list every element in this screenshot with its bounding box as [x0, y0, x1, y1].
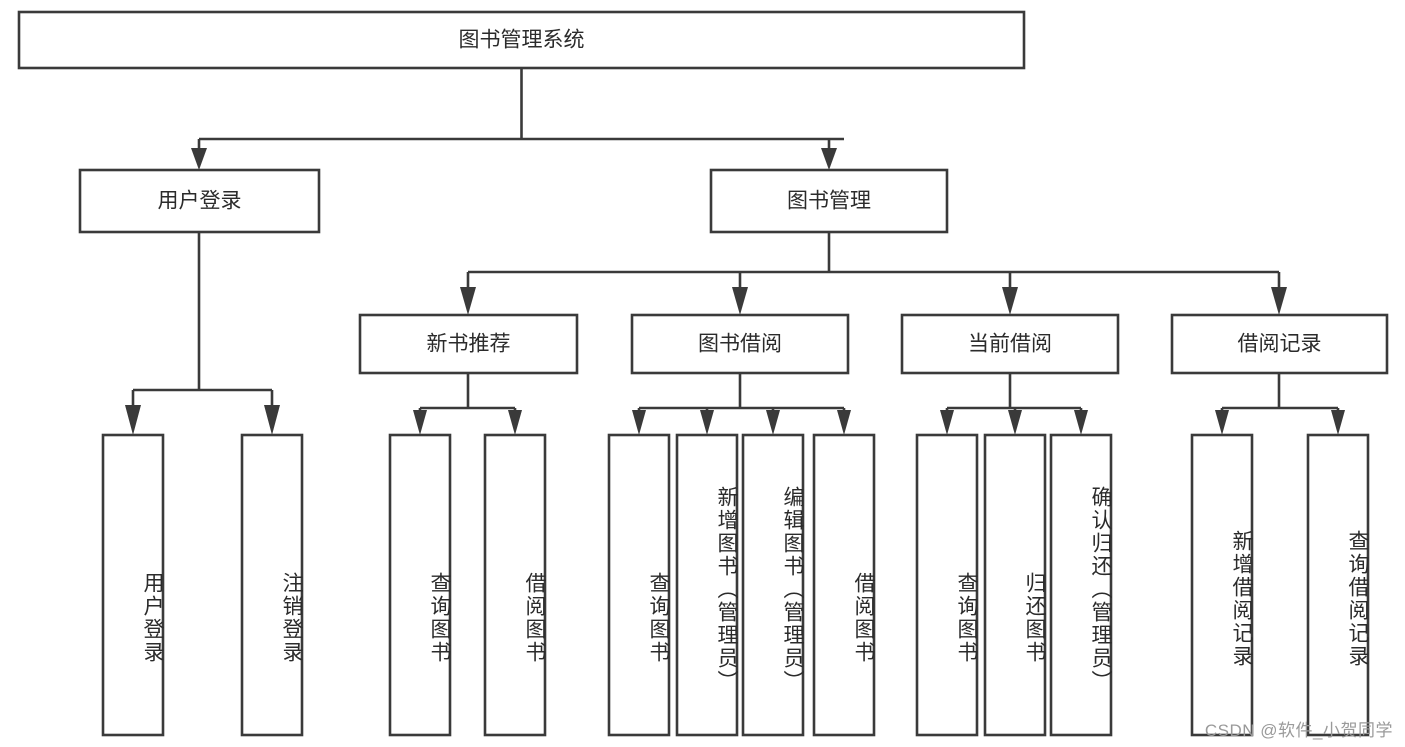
node-leaf-query-book-1[interactable] — [388, 433, 452, 737]
arrow-head-book-borrow — [732, 287, 748, 315]
node-leaf-edit-book[interactable] — [741, 433, 805, 737]
node-current-borrow-label: 当前借阅 — [968, 333, 1052, 356]
node-leaf-borrow-book-2[interactable] — [812, 433, 876, 737]
node-root-label: 图书管理系统 — [459, 29, 585, 52]
node-book-borrow[interactable] — [630, 313, 850, 375]
arrow-head-leaf-logout — [264, 405, 280, 435]
arrow-head-leaf-borrow-book-2 — [837, 410, 851, 435]
arrow-head-leaf-user-login — [125, 405, 141, 435]
connectors-group — [125, 68, 1345, 435]
node-leaf-query-record[interactable] — [1306, 433, 1370, 737]
arrow-head-leaf-return-book — [1008, 410, 1022, 435]
arrow-head-leaf-edit-book — [766, 410, 780, 435]
arrow-head-new-book-recommend — [460, 287, 476, 315]
arrow-head-leaf-borrow-book-1 — [508, 410, 522, 435]
node-leaf-logout[interactable] — [240, 433, 304, 737]
node-book-manage-label: 图书管理 — [787, 190, 871, 213]
arrow-head-leaf-query-record — [1331, 410, 1345, 435]
nodes-group: 图书管理系统 用户登录 图书管理 新书推荐 图书借阅 当前借阅 借阅记录 — [17, 10, 1389, 737]
node-leaf-return-book[interactable] — [983, 433, 1047, 737]
node-leaf-query-book-3[interactable] — [915, 433, 979, 737]
arrow-head-user-login — [191, 148, 207, 170]
arrow-head-borrow-record — [1271, 287, 1287, 315]
arrow-head-current-borrow — [1002, 287, 1018, 315]
node-leaf-confirm-return[interactable] — [1049, 433, 1113, 737]
node-borrow-record[interactable] — [1170, 313, 1389, 375]
arrow-head-leaf-add-record — [1215, 410, 1229, 435]
node-user-login-label: 用户登录 — [158, 190, 242, 213]
node-leaf-query-book-2[interactable] — [607, 433, 671, 737]
arrow-head-leaf-confirm-return — [1074, 410, 1088, 435]
arrow-head-book-manage — [821, 148, 837, 170]
arrow-head-leaf-query-book-1 — [413, 410, 427, 435]
csdn-watermark: CSDN @软件_小贺同学 — [1204, 721, 1393, 740]
node-root[interactable] — [17, 10, 1026, 70]
node-leaf-add-book[interactable] — [675, 433, 739, 737]
node-user-login[interactable] — [78, 168, 321, 234]
node-borrow-record-label: 借阅记录 — [1238, 333, 1322, 356]
node-new-book-recommend[interactable] — [358, 313, 579, 375]
arrow-head-leaf-query-book-3 — [940, 410, 954, 435]
node-leaf-add-record[interactable] — [1190, 433, 1254, 737]
arrow-head-leaf-add-book — [700, 410, 714, 435]
node-book-manage[interactable] — [709, 168, 949, 234]
node-new-book-recommend-label: 新书推荐 — [427, 333, 511, 356]
node-leaf-user-login[interactable] — [101, 433, 165, 737]
node-book-borrow-label: 图书借阅 — [698, 333, 782, 356]
node-leaf-borrow-book-1[interactable] — [483, 433, 547, 737]
arrow-head-leaf-query-book-2 — [632, 410, 646, 435]
node-current-borrow[interactable] — [900, 313, 1120, 375]
